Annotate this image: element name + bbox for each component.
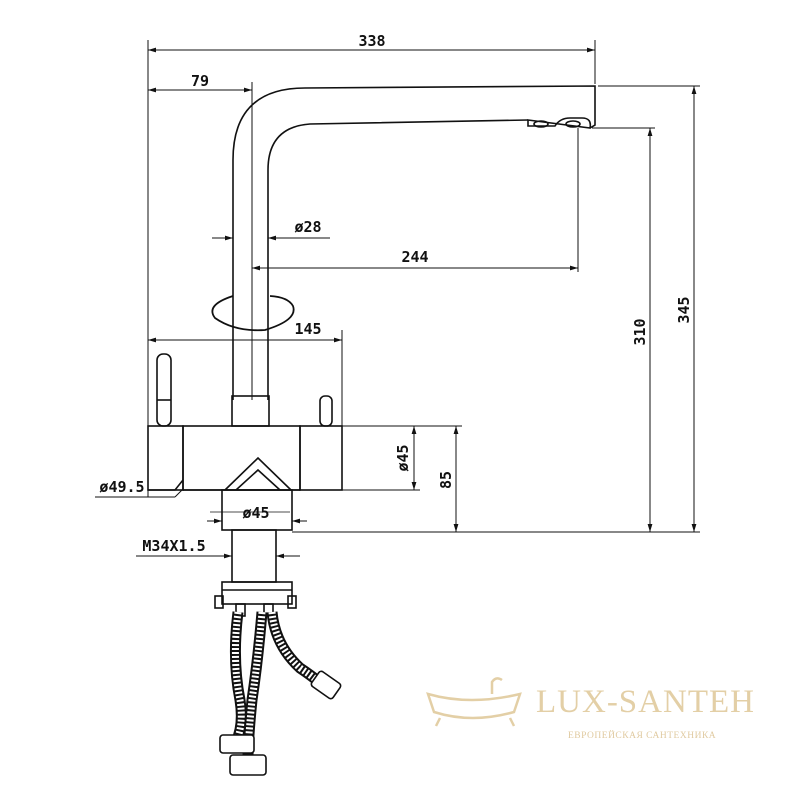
spout-inner xyxy=(268,120,528,400)
faucet-outline xyxy=(148,86,595,616)
bathtub-logo-icon xyxy=(428,678,520,726)
dim-lever-span: 145 xyxy=(294,320,321,338)
shank xyxy=(232,530,276,582)
dim-spout-projection: 244 xyxy=(401,248,428,266)
base-cone xyxy=(225,458,291,490)
dim-spout-offset: 79 xyxy=(191,72,209,90)
dimension-lines xyxy=(95,40,700,556)
dim-total-height: 345 xyxy=(675,296,693,323)
right-lever xyxy=(320,396,332,426)
right-cap xyxy=(300,426,342,490)
rotation-indicator xyxy=(212,296,293,330)
spout-outer xyxy=(233,86,595,400)
spout-collar xyxy=(232,396,269,426)
left-cap xyxy=(148,426,183,490)
dim-base-diameter: ø45 xyxy=(242,504,269,522)
dim-body-diameter: ø28 xyxy=(294,218,321,236)
dim-base-height: 85 xyxy=(437,471,455,489)
dim-handle-diameter: ø49.5 xyxy=(99,478,144,496)
mounting-nut xyxy=(222,582,292,604)
dim-total-reach: 338 xyxy=(358,32,385,50)
watermark-brand: LUX-SANTEH xyxy=(536,684,755,720)
dim-thread: M34X1.5 xyxy=(142,537,205,555)
left-lever xyxy=(157,354,171,426)
watermark-tagline: ЕВРОПЕЙСКАЯ САНТЕХНИКА xyxy=(568,729,716,741)
dim-spout-height: 310 xyxy=(631,318,649,345)
faucet-body xyxy=(183,426,300,490)
dim-body-height-diameter: ø45 xyxy=(394,444,412,471)
watermark: LUX-SANTEH ЕВРОПЕЙСКАЯ САНТЕХНИКА xyxy=(428,678,755,741)
